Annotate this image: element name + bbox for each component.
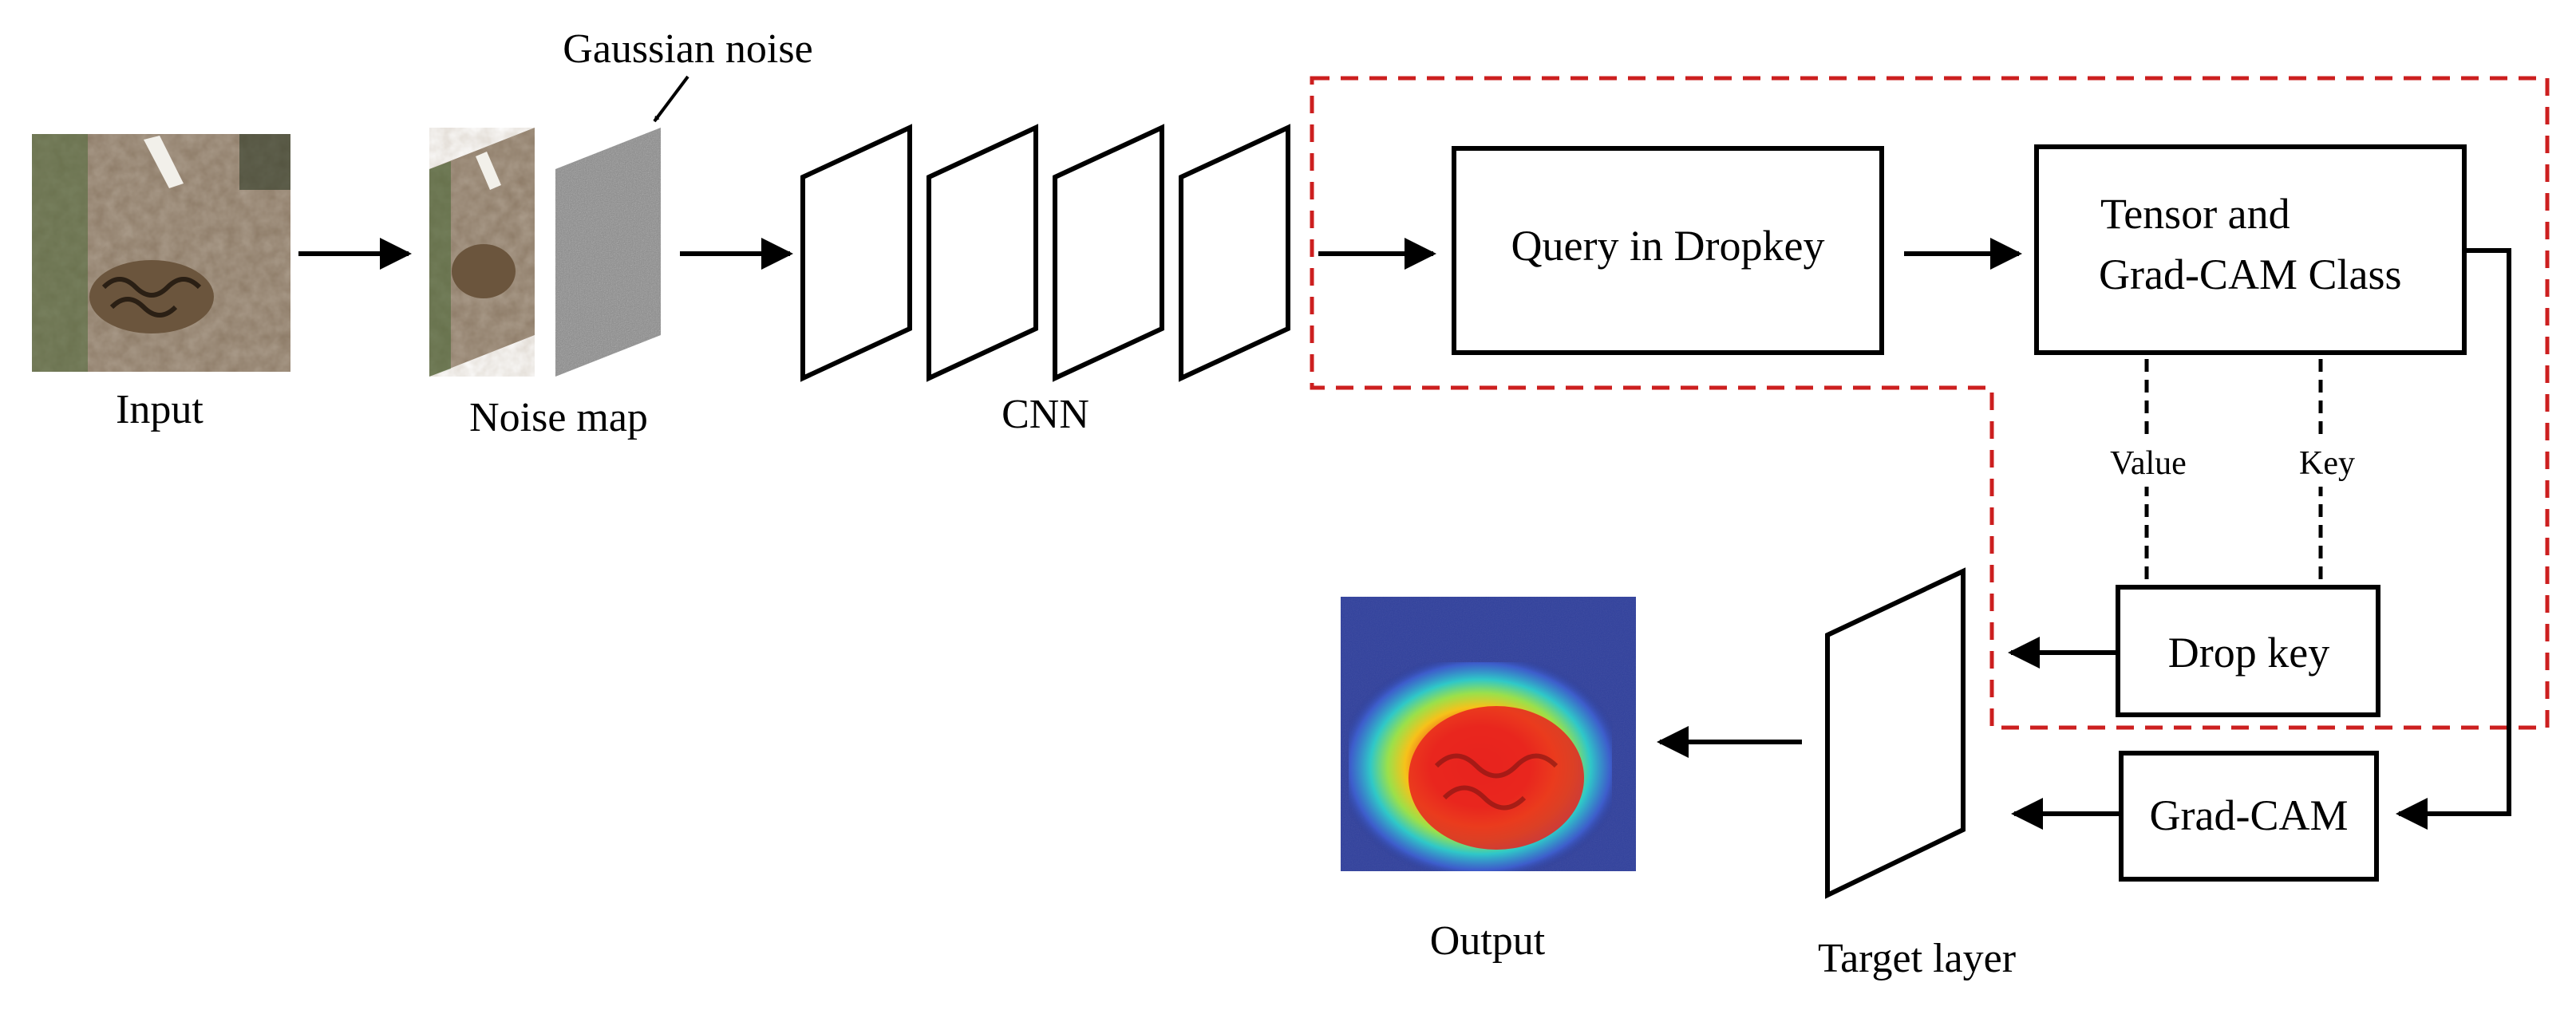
input-label: Input [116,387,203,432]
query-in-dropkey-label: Query in Dropkey [1511,222,1825,270]
cnn-layer-3 [1053,124,1164,382]
value-label: Value [2110,445,2187,482]
cnn-layer-1 [800,124,912,382]
connector-tensor-to-gradcam [2396,248,2511,830]
query-in-dropkey-box [1452,146,1884,355]
grad-cam-box [2119,751,2379,882]
key-label: Key [2299,445,2355,482]
input-photo-icon [32,134,290,372]
gaussian-noise-map-icon [555,128,661,377]
tensor-label-line1: Tensor and [2100,190,2290,238]
output-label: Output [1430,918,1546,964]
gaussian-noise-pointer [653,75,689,123]
cnn-layer-4 [1179,124,1290,382]
drop-key-box [2116,585,2380,717]
target-layer-label: Target layer [1818,936,2016,981]
target-layer-plane [1825,567,1966,899]
tensor-gradcam-class-box [2034,144,2467,355]
drop-key-label: Drop key [2168,629,2329,677]
gaussian-noise-label: Gaussian noise [563,26,812,72]
cnn-label: CNN [1002,392,1089,437]
dropkey-region-outline [1310,76,2550,730]
noise-photo-icon [429,128,535,377]
output-heatmap-icon [1341,597,1636,871]
cnn-layers [800,124,1290,382]
noise-map-label: Noise map [469,395,648,440]
cnn-layer-2 [926,124,1038,382]
grad-cam-label: Grad-CAM [2150,791,2349,839]
tensor-label-line2: Grad-CAM Class [2099,251,2401,298]
